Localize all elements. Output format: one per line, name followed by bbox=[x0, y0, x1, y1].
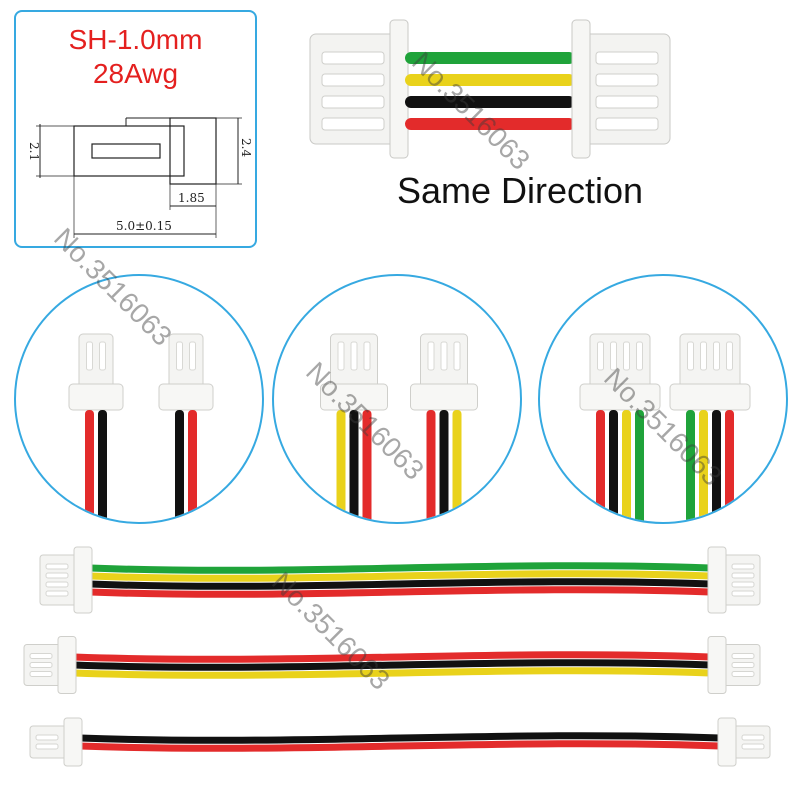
cable-wire bbox=[76, 740, 724, 752]
wire bbox=[175, 410, 184, 522]
same-direction-caption: Same Direction bbox=[396, 170, 644, 211]
pin bbox=[453, 341, 461, 371]
cable-wire bbox=[70, 651, 714, 663]
wire bbox=[699, 410, 708, 522]
wire bbox=[686, 410, 695, 522]
hero-wire bbox=[405, 52, 575, 64]
pin bbox=[623, 341, 630, 371]
wire bbox=[336, 410, 346, 522]
pin bbox=[636, 341, 643, 371]
cable-wire bbox=[76, 732, 724, 744]
wire bbox=[98, 410, 107, 522]
detail-circle-2pin bbox=[14, 274, 264, 524]
detail-2pin-photo bbox=[68, 333, 214, 522]
same-direction-cable-photo bbox=[309, 19, 671, 159]
pin bbox=[687, 341, 694, 371]
dim-inner-width: 1.85 bbox=[178, 191, 205, 205]
dim-total-length: 5.0±0.15 bbox=[116, 219, 172, 233]
pin bbox=[363, 341, 371, 371]
pin bbox=[350, 341, 358, 371]
connector bbox=[158, 333, 214, 522]
wire bbox=[725, 410, 734, 522]
spec-box: SH-1.0mm 28Awg 2.1 2.4 1.85 5.0±0.15 bbox=[14, 10, 257, 248]
pin bbox=[597, 341, 604, 371]
cable-wire bbox=[86, 570, 714, 582]
connector-model: SH-1.0mm bbox=[68, 24, 203, 55]
cable-assembly bbox=[39, 546, 761, 614]
pin bbox=[713, 341, 720, 371]
pin bbox=[700, 341, 707, 371]
pin bbox=[86, 341, 93, 371]
detail-circle-4pin bbox=[538, 274, 788, 524]
cable-assembly bbox=[23, 636, 761, 694]
wire bbox=[439, 410, 449, 522]
cable-wire bbox=[70, 659, 714, 671]
detail-circle-3pin bbox=[272, 274, 522, 524]
dimension-drawing: 2.1 2.4 1.85 5.0±0.15 bbox=[27, 117, 251, 238]
detail-4pin-photo bbox=[579, 333, 751, 522]
cable-assembly bbox=[29, 717, 771, 767]
dim-height-right: 2.4 bbox=[239, 138, 251, 157]
wire bbox=[635, 410, 644, 522]
cable-wire bbox=[70, 667, 714, 679]
wire bbox=[622, 410, 631, 522]
cable-wire bbox=[86, 586, 714, 598]
pin bbox=[726, 341, 733, 371]
pin bbox=[427, 341, 435, 371]
wire bbox=[712, 410, 721, 522]
wire bbox=[349, 410, 359, 522]
wire bbox=[85, 410, 94, 522]
pin bbox=[610, 341, 617, 371]
connector bbox=[579, 333, 661, 522]
wire bbox=[188, 410, 197, 522]
pin bbox=[337, 341, 345, 371]
dim-height-left: 2.1 bbox=[27, 142, 41, 161]
connector bbox=[320, 333, 388, 522]
detail-3pin-photo bbox=[320, 333, 478, 522]
wire bbox=[426, 410, 436, 522]
cable-assemblies-photo bbox=[23, 546, 771, 767]
wire bbox=[452, 410, 462, 522]
connector bbox=[669, 333, 751, 522]
wire bbox=[362, 410, 372, 522]
wire bbox=[596, 410, 605, 522]
cable-wire bbox=[86, 578, 714, 590]
connector bbox=[410, 333, 478, 522]
wire-gauge: 28Awg bbox=[92, 58, 179, 89]
pin bbox=[176, 341, 183, 371]
hero-wire bbox=[405, 118, 575, 130]
pin bbox=[189, 341, 196, 371]
wire bbox=[609, 410, 618, 522]
cable-wire bbox=[86, 562, 714, 574]
hero-wire bbox=[405, 96, 575, 108]
hero-wire bbox=[405, 74, 575, 86]
connector bbox=[68, 333, 124, 522]
pin bbox=[440, 341, 448, 371]
pin bbox=[99, 341, 106, 371]
